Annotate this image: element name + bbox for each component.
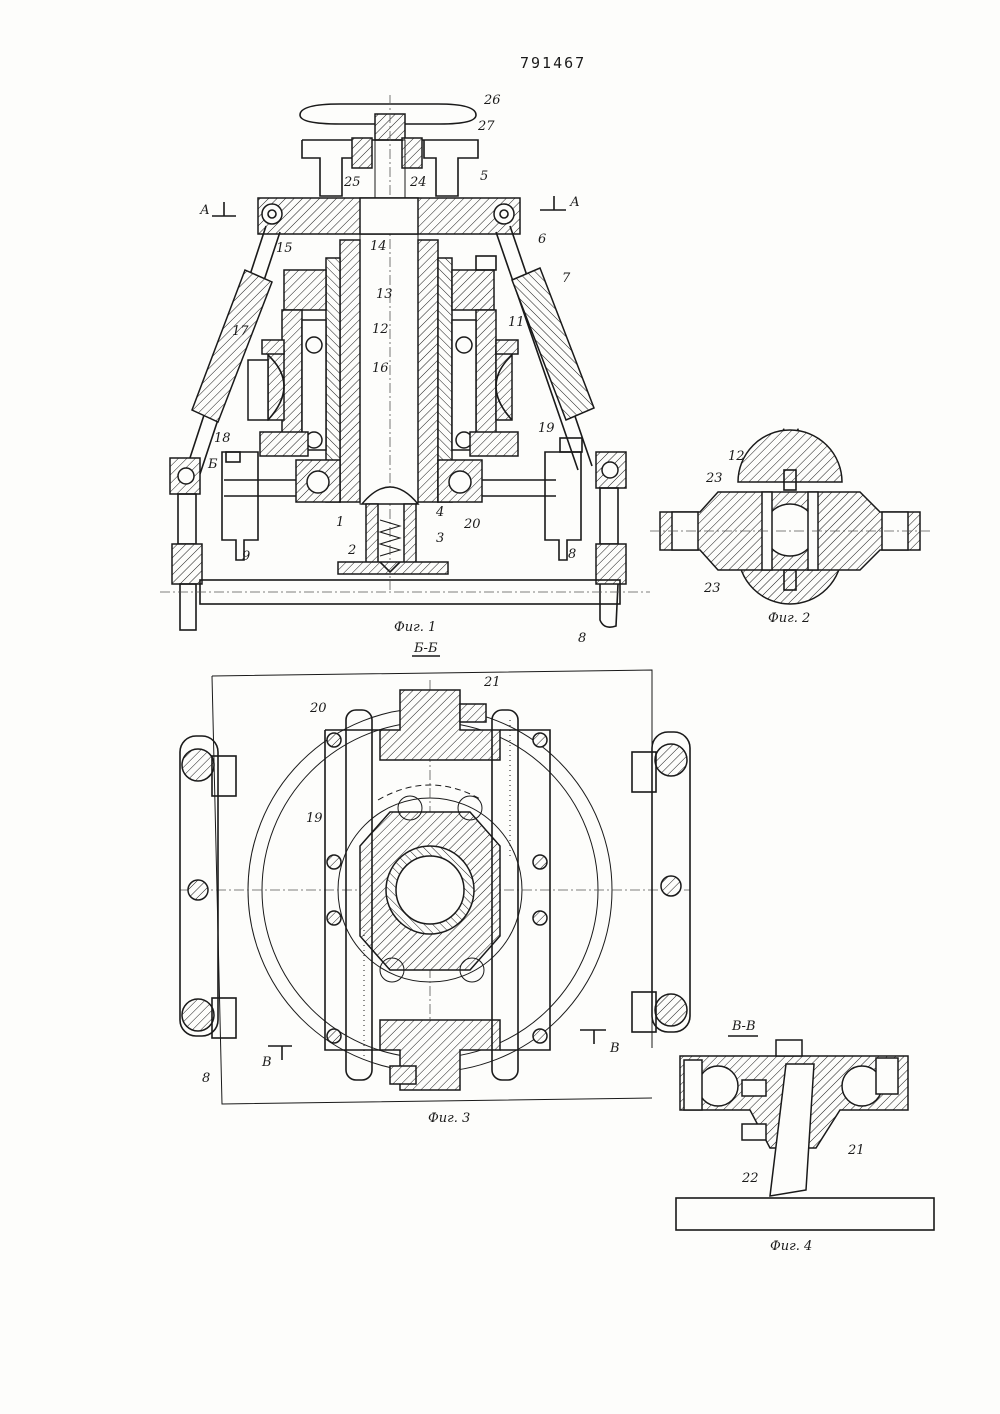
patent-number: 791467 (520, 54, 586, 72)
figure-3: Б-Б (180, 641, 690, 1126)
fig3-callout-19: 19 (306, 811, 323, 826)
central-column (360, 234, 418, 504)
callout-11: 11 (508, 315, 525, 330)
callout-8b: 8 (578, 631, 586, 646)
caption-fig2: Фиг. 2 (768, 611, 810, 626)
callout-20: 20 (463, 517, 481, 532)
fig3-callout-20: 20 (309, 701, 327, 716)
figure-4: В-В 21 22 Фиг. 4 (676, 1019, 934, 1254)
section-mark-b: Б (207, 457, 218, 472)
callout-26: 26 (483, 93, 501, 108)
callout-13: 13 (376, 287, 393, 302)
figure-1: А А (160, 93, 650, 646)
fig4-callout-22: 22 (741, 1171, 759, 1186)
fig3-marker-v-left: В (261, 1055, 272, 1070)
callout-17: 17 (232, 324, 249, 339)
callout-9: 9 (242, 549, 250, 564)
callout-25: 25 (343, 175, 361, 190)
fig3-callout-21: 21 (483, 675, 501, 690)
callout-1: 1 (336, 515, 344, 530)
fig2-callout-23b: 23 (703, 581, 721, 596)
fig3-section-title: Б-Б (413, 641, 438, 656)
callout-3: 3 (436, 531, 444, 546)
callout-15: 15 (276, 241, 293, 256)
callout-4: 4 (435, 505, 444, 520)
callout-7: 7 (562, 271, 571, 286)
caption-fig1: Фиг. 1 (394, 620, 436, 635)
callout-27: 27 (477, 119, 495, 134)
fig2-callout-23a: 23 (705, 471, 723, 486)
callout-12: 12 (372, 322, 389, 337)
callout-2: 2 (347, 543, 356, 558)
callout-24: 24 (409, 175, 427, 190)
callout-6: 6 (538, 232, 546, 247)
callout-5: 5 (480, 169, 488, 184)
fig4-section-title: В-В (731, 1019, 756, 1034)
callout-8a: 8 (568, 547, 576, 562)
caption-fig4: Фиг. 4 (770, 1239, 812, 1254)
callout-16: 16 (372, 361, 389, 376)
fig3-callout-8: 8 (202, 1071, 210, 1086)
callout-14: 14 (370, 239, 387, 254)
callout-18: 18 (214, 431, 231, 446)
section-mark-a-left: А (199, 203, 210, 218)
figure-2: А-А 12 23 23 Фиг. 2 (650, 427, 930, 626)
caption-fig3: Фиг. 3 (428, 1111, 470, 1126)
callout-19: 19 (538, 421, 555, 436)
section-mark-a-right: А (569, 195, 580, 210)
fig4-callout-21: 21 (847, 1143, 865, 1158)
fig3-marker-v-right: В (609, 1041, 620, 1056)
fig2-callout-12: 12 (728, 449, 745, 464)
